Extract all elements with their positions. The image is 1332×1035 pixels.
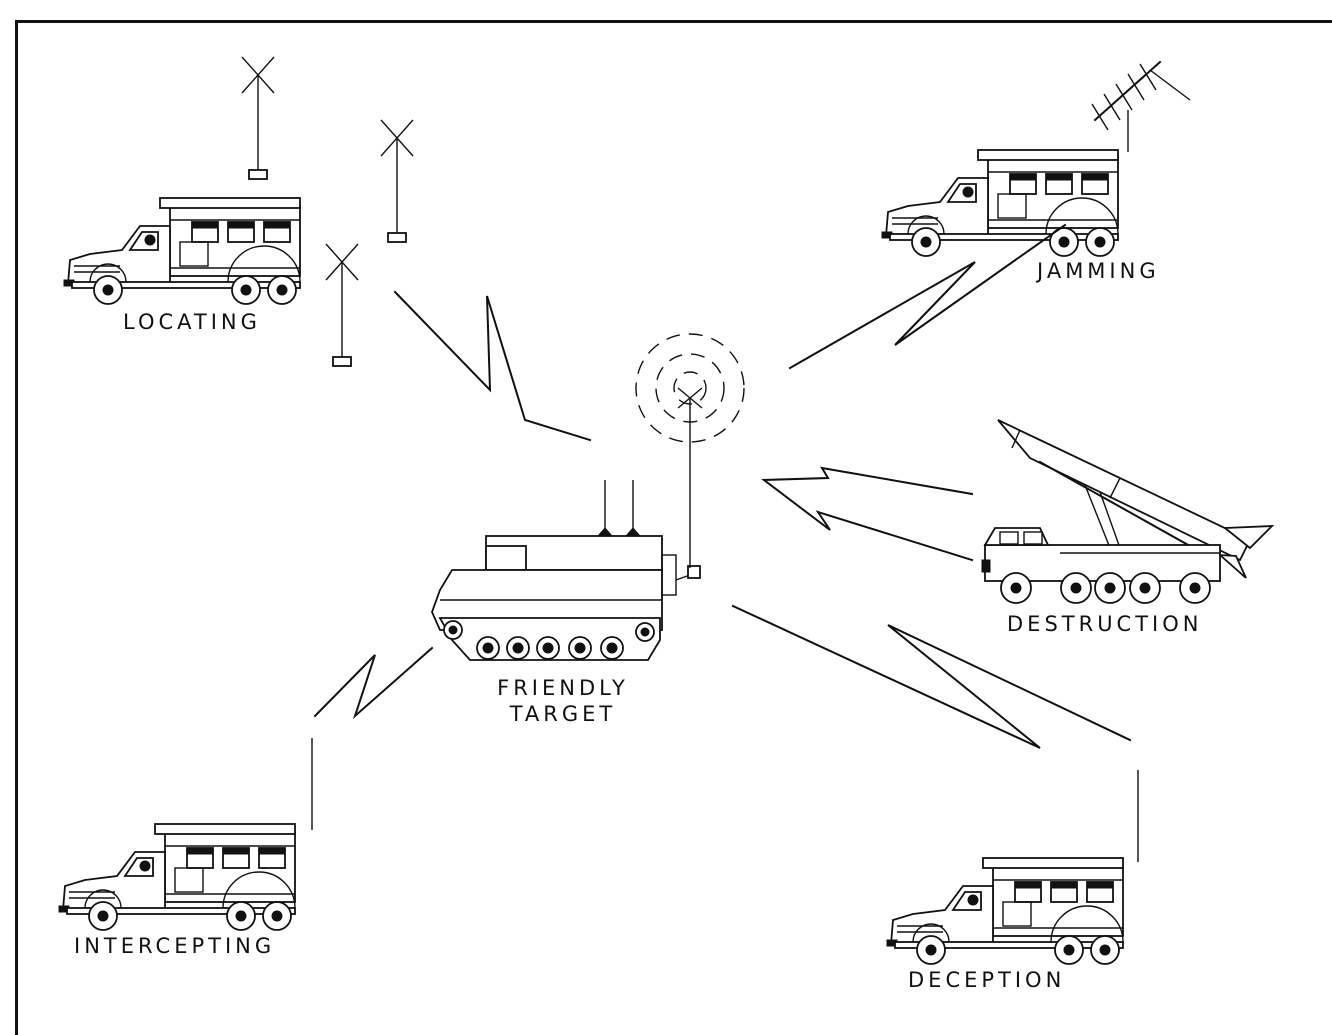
locating-truck-icon xyxy=(64,198,300,304)
label-intercepting: INTERCEPTING xyxy=(74,934,275,958)
antenna-icon xyxy=(242,57,274,179)
antenna-icon xyxy=(326,244,358,366)
jamming-truck-icon xyxy=(882,150,1118,256)
locating-link-zigzag-icon xyxy=(395,292,590,440)
label-jamming: JAMMING xyxy=(1037,259,1160,283)
label-destruction: DESTRUCTION xyxy=(1007,612,1202,636)
yagi-antenna-icon xyxy=(1092,62,1190,152)
tank-icon xyxy=(432,480,700,660)
destruction-arrow-icon xyxy=(764,468,972,560)
signal-waves-icon xyxy=(636,334,744,568)
intercepting-link-zigzag-icon xyxy=(315,648,432,716)
label-friendly: FRIENDLY xyxy=(488,676,638,700)
label-deception: DECEPTION xyxy=(908,968,1065,992)
deception-truck-icon xyxy=(887,858,1123,964)
missile-launcher-icon xyxy=(982,420,1272,603)
intercepting-truck-icon xyxy=(59,824,295,930)
label-locating: LOCATING xyxy=(123,310,261,334)
antenna-icon xyxy=(381,120,413,242)
label-target: TARGET xyxy=(488,702,638,726)
